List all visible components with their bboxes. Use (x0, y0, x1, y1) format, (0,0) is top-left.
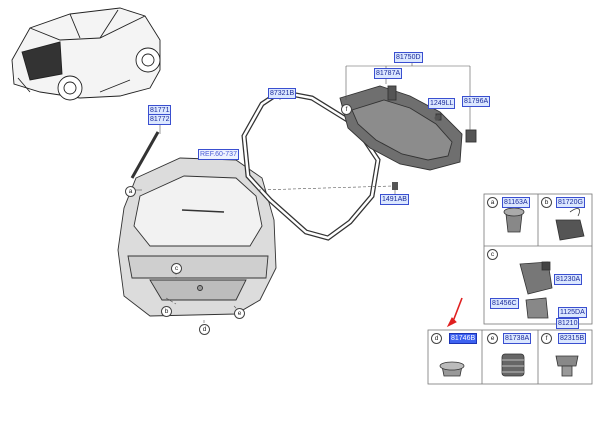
part-label-1491ab[interactable]: 1491AB (380, 194, 409, 205)
part-label-82315b[interactable]: 82315B (558, 333, 587, 344)
part-label-81787a[interactable]: 81787A (374, 68, 403, 79)
part-label-81720g[interactable]: 81720G (556, 197, 585, 208)
part-label-81738a[interactable]: 81738A (503, 333, 532, 344)
part-label-81163a[interactable]: 81163A (502, 197, 530, 208)
part-label-81210[interactable]: 81210 (556, 318, 580, 329)
red-arrow-icon (446, 297, 463, 328)
part-label-81456c[interactable]: 81456C (490, 298, 519, 309)
tailgate-panel (117, 157, 277, 317)
table-callout-e: e (487, 333, 498, 344)
table-callout-a: a (487, 197, 498, 208)
fasteners (392, 115, 440, 190)
vehicle-thumbnail (11, 7, 161, 101)
table-callout-f: f (541, 333, 552, 344)
callout-e: e (234, 308, 245, 319)
callout-a: a (125, 186, 136, 197)
part-label-1249ll[interactable]: 1249LL (428, 98, 456, 109)
part-label-81230a[interactable]: 81230A (554, 274, 583, 285)
callout-b: b (161, 306, 172, 317)
part-label-81772[interactable]: 81772 (148, 114, 172, 125)
part-label-81746b[interactable]: 81746B (449, 333, 478, 344)
gas-strut (130, 131, 160, 179)
table-part-icons (439, 207, 585, 377)
callout-c: c (171, 263, 182, 274)
table-callout-b: b (541, 197, 552, 208)
parts-table-grid (427, 193, 593, 385)
callout-f: f (341, 104, 352, 115)
trim-garnish (339, 85, 477, 171)
table-callout-c: c (487, 249, 498, 260)
part-label-87321b[interactable]: 87321B (268, 88, 297, 99)
callout-d: d (199, 324, 210, 335)
ref-label[interactable]: REF.60-737 (198, 149, 239, 160)
weatherstrip (241, 89, 381, 241)
part-label-81796a[interactable]: 81796A (462, 96, 491, 107)
part-label-1125da[interactable]: 1125DA (558, 307, 587, 318)
table-callout-d: d (431, 333, 442, 344)
part-label-81750d[interactable]: 81750D (394, 52, 423, 63)
